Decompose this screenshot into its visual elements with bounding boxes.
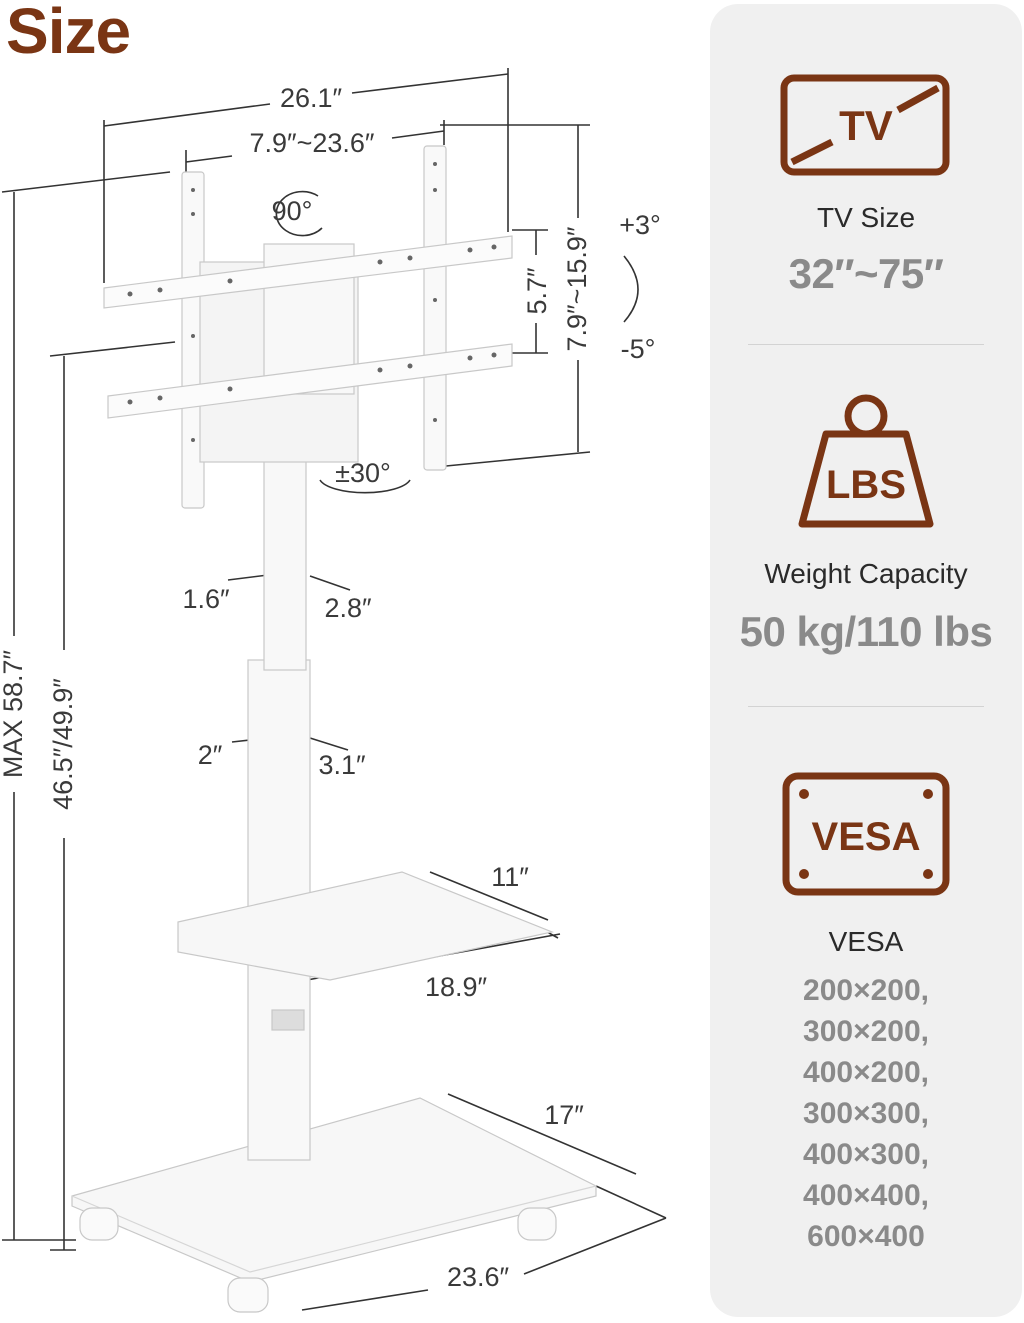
dim-column-upper-b: 2.8″ — [324, 593, 372, 623]
dim-tilt-down: -5° — [621, 334, 656, 364]
tv-stand-diagram: 26.1″ 7.9″~23.6″ 90° +3° -5° ±30° 7.9″~1… — [0, 68, 667, 1313]
dim-swivel: ±30° — [335, 458, 391, 488]
dim-total-width: 26.1″ — [280, 83, 343, 113]
page-title: Size — [6, 0, 131, 67]
dim-base-depth: 17″ — [544, 1100, 584, 1130]
stand-illustration — [71, 145, 597, 1313]
dim-shelf-depth: 11″ — [491, 862, 529, 892]
vesa-icon: VESA — [782, 772, 950, 896]
weight-capacity-value: 50 kg/110 lbs — [739, 608, 993, 655]
vesa-value: 400×400, — [803, 1179, 929, 1212]
dim-max-height: MAX 58.7″ — [0, 650, 28, 779]
dim-column-upper-a: 1.6″ — [182, 584, 230, 614]
dim-column-lower-a: 2″ — [198, 740, 223, 770]
vesa-value: 300×200, — [803, 1015, 929, 1048]
dim-base-width: 23.6″ — [447, 1262, 510, 1292]
mount-holes — [127, 162, 497, 442]
dim-column-lower-b: 3.1″ — [318, 750, 366, 780]
tv-size-value: 32″~75″ — [788, 250, 944, 297]
weight-capacity-label: Weight Capacity — [764, 558, 968, 589]
specs-panel: TV TV Size 32″~75″ LBS Weight Capacity 5… — [710, 4, 1022, 1317]
dimension-lines — [1, 68, 667, 1311]
tv-icon-text: TV — [839, 102, 893, 149]
weight-icon-text: LBS — [826, 463, 906, 507]
vesa-values: 200×200, 300×200, 400×200, 300×300, 400×… — [710, 970, 1022, 1257]
dim-tilt-up: +3° — [619, 210, 661, 240]
vesa-label: VESA — [828, 926, 904, 957]
dim-rotation: 90° — [272, 196, 313, 226]
dim-mount-height: 5.7″ — [522, 267, 552, 315]
tv-size-label: TV Size — [816, 202, 916, 233]
vesa-value: 400×200, — [803, 1056, 929, 1089]
vesa-value: 300×300, — [803, 1097, 929, 1130]
vesa-value: 200×200, — [803, 974, 929, 1007]
tv-icon: TV — [780, 74, 950, 176]
weight-icon: LBS — [798, 394, 934, 528]
dim-shelf-width: 18.9″ — [425, 972, 488, 1002]
dim-vesa-vertical: 7.9″~15.9″ — [562, 226, 592, 351]
vesa-value: 400×300, — [803, 1138, 929, 1171]
divider — [748, 344, 984, 345]
dim-height-range: 46.5″/49.9″ — [48, 678, 78, 810]
vesa-icon-text: VESA — [812, 815, 921, 859]
dim-vesa-horizontal: 7.9″~23.6″ — [250, 128, 375, 158]
vesa-value: 600×400 — [807, 1220, 925, 1253]
divider — [748, 706, 984, 707]
